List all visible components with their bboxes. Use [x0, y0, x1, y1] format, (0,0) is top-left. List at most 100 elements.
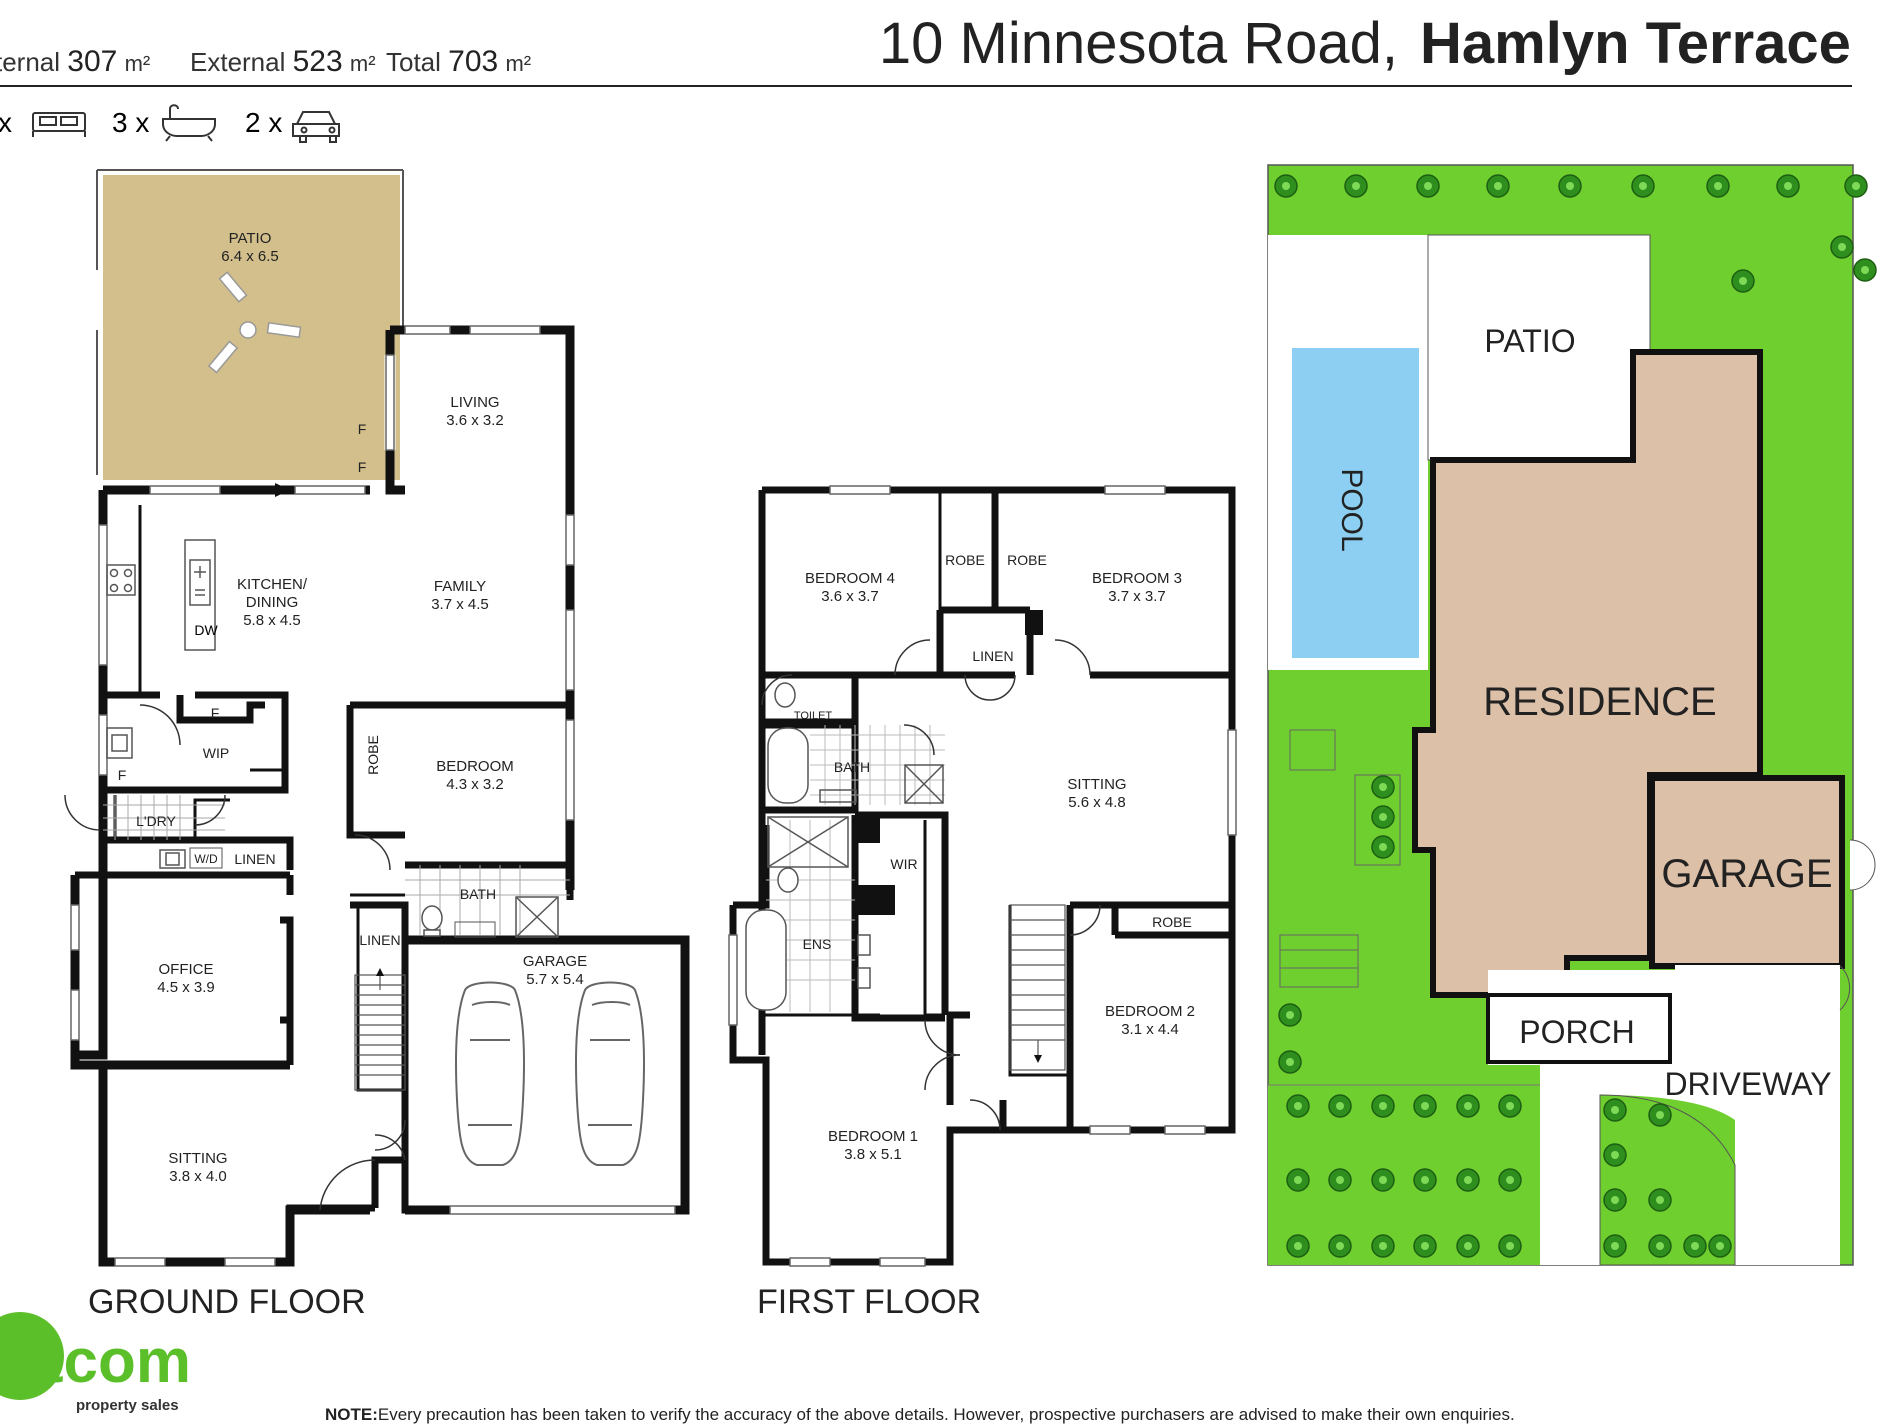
site-garage — [1649, 775, 1845, 969]
shrub-icon-center — [1379, 1242, 1387, 1250]
shrub-icon-center — [1379, 783, 1387, 791]
shrub-icon-center — [1784, 182, 1792, 190]
laundry-tiles — [103, 795, 225, 840]
svg-text:Total 703 m²: Total 703 m² — [386, 45, 531, 78]
shrub-icon-center — [1494, 182, 1502, 190]
sliding-door-arrow-icon — [275, 483, 290, 497]
shrub-icon-center — [1714, 182, 1722, 190]
room-size-living: 3.6 x 3.2 — [446, 412, 504, 429]
robe-label-ground: ROBE — [365, 735, 381, 775]
shrub-icon-center — [1421, 1242, 1429, 1250]
shrub-icon-center — [1286, 1011, 1294, 1019]
disclaimer-note: NOTE:Every precaution has been taken to … — [325, 1405, 1515, 1424]
laundry-sink-icon — [106, 727, 133, 759]
shower-icon — [767, 816, 849, 868]
shrub-icon-center — [1691, 1242, 1699, 1250]
wir-label: WIR — [890, 856, 917, 872]
internal-area-value: 307 — [67, 45, 117, 78]
note-text: Every precaution has been taken to verif… — [378, 1405, 1515, 1424]
shrub-icon-center — [1286, 1058, 1294, 1066]
shrub-icon-center — [1656, 1111, 1664, 1119]
shrub-icon-center — [1352, 182, 1360, 190]
logo-brand: otcom — [5, 1327, 191, 1396]
room-size-patio: 6.4 x 6.5 — [221, 248, 279, 265]
first-stairs — [1009, 904, 1066, 1071]
room-name-family: FAMILY — [434, 578, 486, 595]
note-label: NOTE: — [325, 1405, 378, 1424]
bed-icon — [32, 112, 86, 137]
ground-stairs — [354, 970, 406, 1091]
shrub-icon-center — [1852, 182, 1860, 190]
door-swings — [64, 704, 406, 1211]
external-area-label: External — [190, 47, 285, 77]
address-suburb: Hamlyn Terrace — [1420, 11, 1851, 76]
car-icon — [292, 111, 340, 143]
shrub-icon-center — [1861, 266, 1869, 274]
room-name-bedroom-2: BEDROOM 2 — [1105, 1003, 1195, 1020]
bathtub-icon — [745, 909, 787, 1011]
shrub-icon-center — [1294, 1102, 1302, 1110]
bathtub-icon — [767, 727, 809, 804]
washer-dryer-label: W/D — [194, 852, 218, 866]
shrub-icon-center — [1506, 1242, 1514, 1250]
room-size-bedroom-1: 3.8 x 5.1 — [844, 1146, 902, 1163]
shrub-icon-center — [1424, 182, 1432, 190]
site-plan: PATIO POOL RESIDENCE GARAGE PORCH DRIVEW… — [1267, 164, 1877, 1266]
svg-text:ternal 307 m²: ternal 307 m² — [0, 45, 150, 78]
robe-label-bed3: ROBE — [1007, 552, 1047, 568]
kitchen-island — [184, 539, 216, 651]
room-size-sitting: 3.8 x 4.0 — [169, 1168, 227, 1185]
shrub-icon-center — [1282, 182, 1290, 190]
room-size-sitting-first: 5.6 x 4.8 — [1068, 794, 1126, 811]
room-size-bedroom-4: 3.6 x 3.7 — [821, 588, 879, 605]
shrub-icon-center — [1379, 1102, 1387, 1110]
shrub-icon-center — [1656, 1242, 1664, 1250]
site-patio-label: PATIO — [1484, 323, 1575, 359]
room-name-kitchen: KITCHEN/ — [237, 576, 308, 593]
room-size-bedroom-3: 3.7 x 3.7 — [1108, 588, 1166, 605]
shrub-icon-center — [1739, 277, 1747, 285]
shower-icon — [904, 764, 944, 804]
car-count: 2 x — [245, 107, 282, 138]
first-floor-title: FIRST FLOOR — [757, 1283, 981, 1321]
room-name-sitting: SITTING — [168, 1150, 227, 1167]
room-name-bedroom: BEDROOM — [436, 758, 514, 775]
shrub-icon-center — [1464, 1102, 1472, 1110]
shrub-icon-center — [1336, 1242, 1344, 1250]
site-driveway-label: DRIVEWAY — [1664, 1066, 1831, 1102]
shower-icon — [515, 896, 559, 938]
first-door-swings — [761, 639, 1101, 1131]
linen-label-hall: LINEN — [359, 932, 400, 948]
bath-icon — [162, 104, 216, 142]
shrub-icon-center — [1611, 1242, 1619, 1250]
shrub-icon-center — [1639, 182, 1647, 190]
shrub-icon-center — [1421, 1176, 1429, 1184]
shrub-icon-center — [1716, 1242, 1724, 1250]
car-outline-icon — [574, 981, 646, 1166]
room-name-bedroom-4: BEDROOM 4 — [805, 570, 895, 587]
site-patio — [1427, 234, 1651, 461]
room-size-office: 4.5 x 3.9 — [157, 979, 215, 996]
toilet-icon — [421, 905, 443, 937]
shrub-icon-center — [1379, 813, 1387, 821]
brand-logo: otcom property sales — [0, 1312, 191, 1414]
site-porch-label: PORCH — [1519, 1014, 1635, 1050]
ground-floor-plan: DW — [64, 169, 690, 1321]
header: ternal 307 m² External 523 m² Total 703 … — [0, 11, 1852, 143]
fireplace-label-2: F — [358, 459, 367, 475]
shrub-icon-center — [1611, 1196, 1619, 1204]
site-residence — [1412, 349, 1763, 998]
address-street: 10 Minnesota Road, — [879, 11, 1398, 76]
site-shrubs — [1274, 174, 1877, 1258]
bath-count: 3 x — [112, 107, 149, 138]
shrub-icon-center — [1294, 1242, 1302, 1250]
room-name-bedroom-1: BEDROOM 1 — [828, 1128, 918, 1145]
site-pool — [1292, 348, 1419, 658]
toilet-icon — [777, 867, 799, 893]
shrub-icon-center — [1464, 1176, 1472, 1184]
site-porch — [1486, 993, 1672, 1064]
room-name-garage: GARAGE — [523, 953, 587, 970]
room-name-sitting-first: SITTING — [1067, 776, 1126, 793]
robe-label-bed2: ROBE — [1152, 914, 1192, 930]
